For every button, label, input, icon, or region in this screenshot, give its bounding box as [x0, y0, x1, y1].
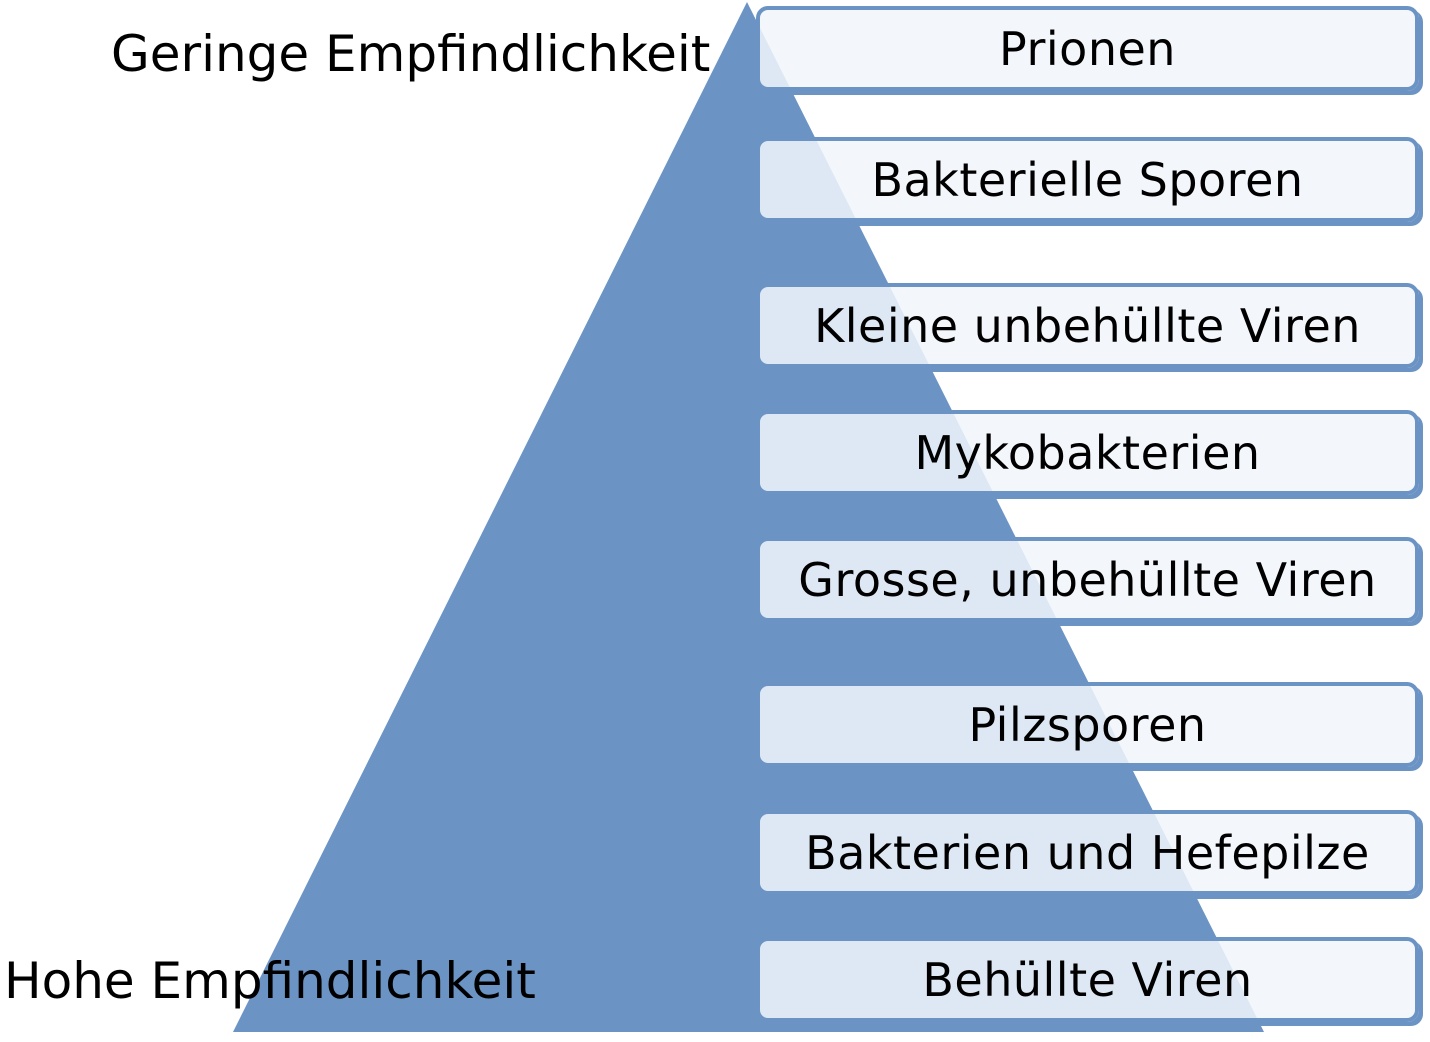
level-box-bakterien-und-hefepilze: Bakterien und Hefepilze	[756, 810, 1419, 895]
level-box-pilzsporen: Pilzsporen	[756, 682, 1419, 767]
level-label: Bakterielle Sporen	[871, 152, 1304, 207]
level-box-grosse-unbehuellte-viren: Grosse, unbehüllte Viren	[756, 537, 1419, 622]
low-sensitivity-label: Geringe Empfindlichkeit	[111, 25, 711, 83]
level-label: Prionen	[999, 21, 1176, 76]
level-box-prionen: Prionen	[756, 6, 1419, 91]
level-box-bakterielle-sporen: Bakterielle Sporen	[756, 137, 1419, 222]
level-label: Grosse, unbehüllte Viren	[798, 552, 1377, 607]
pyramid-triangle	[233, 2, 1264, 1032]
level-box-behuellte-viren: Behüllte Viren	[756, 937, 1419, 1022]
level-label: Behüllte Viren	[922, 952, 1253, 1007]
high-sensitivity-label: Hohe Empfindlichkeit	[4, 952, 536, 1010]
level-box-kleine-unbehuellte-viren: Kleine unbehüllte Viren	[756, 283, 1419, 368]
level-box-mykobakterien: Mykobakterien	[756, 410, 1419, 495]
level-label: Bakterien und Hefepilze	[805, 825, 1370, 880]
level-label: Pilzsporen	[968, 697, 1207, 752]
level-label: Mykobakterien	[914, 425, 1261, 480]
level-label: Kleine unbehüllte Viren	[814, 298, 1361, 353]
